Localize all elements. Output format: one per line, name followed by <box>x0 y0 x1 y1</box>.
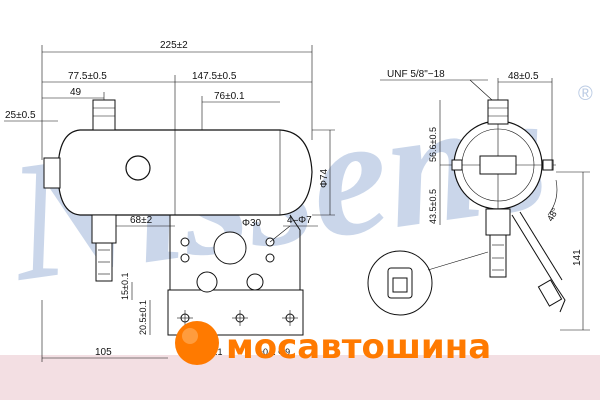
registered-mark: ® <box>578 83 593 105</box>
sight-glass <box>125 155 151 181</box>
dim-height-141: 141 <box>572 249 583 266</box>
dim-hole-30: Φ30 <box>242 218 262 229</box>
dim-bottom-partial-2: ±0.1 Φ9 <box>258 347 290 357</box>
dim-thread-unf: UNF 5/8"−18 <box>387 69 445 80</box>
bracket-hole-30 <box>213 231 247 265</box>
receiver-drier-end-view <box>367 99 566 316</box>
end-top-fitting <box>487 99 509 125</box>
dim-4-holes-7: 4–Φ7 <box>287 215 312 226</box>
dim-77-5: 77.5±0.5 <box>68 71 107 82</box>
bottom-connector <box>91 214 117 244</box>
dim-56-6: 56.6±0.5 <box>428 127 438 162</box>
logo-circle-icon <box>175 321 219 365</box>
dim-48: 48±0.5 <box>508 71 539 82</box>
top-fitting <box>92 99 116 131</box>
dim-15: 15±0.1 <box>120 273 130 300</box>
dim-105: 105 <box>95 347 112 358</box>
dim-20-5: 20.5±0.1 <box>138 300 148 335</box>
end-bottom-connector <box>485 208 511 236</box>
inlet-pipe <box>43 157 61 189</box>
dim-68: 68±2 <box>130 215 153 226</box>
dim-49: 49 <box>70 87 82 98</box>
dim-147-5: 147.5±0.5 <box>192 71 237 82</box>
dim-diameter-74: Φ74 <box>319 168 330 188</box>
mosavtoshina-logo: мосавтошина <box>175 321 491 367</box>
dim-overall-length: 225±2 <box>160 40 188 51</box>
left-view-dimensions: 225±2 77.5±0.5 147.5±0.5 49 76±0.1 25±0.… <box>4 40 335 362</box>
dim-76: 76±0.1 <box>214 91 245 102</box>
brand-name: мосавтошина <box>226 327 491 367</box>
receiver-drier-side-view <box>43 99 313 336</box>
angled-bracket <box>511 214 566 313</box>
dim-43-5: 43.5±0.5 <box>428 189 438 224</box>
bottom-band <box>0 355 600 400</box>
cylinder-body <box>57 129 313 216</box>
dim-25: 25±0.5 <box>5 110 36 121</box>
